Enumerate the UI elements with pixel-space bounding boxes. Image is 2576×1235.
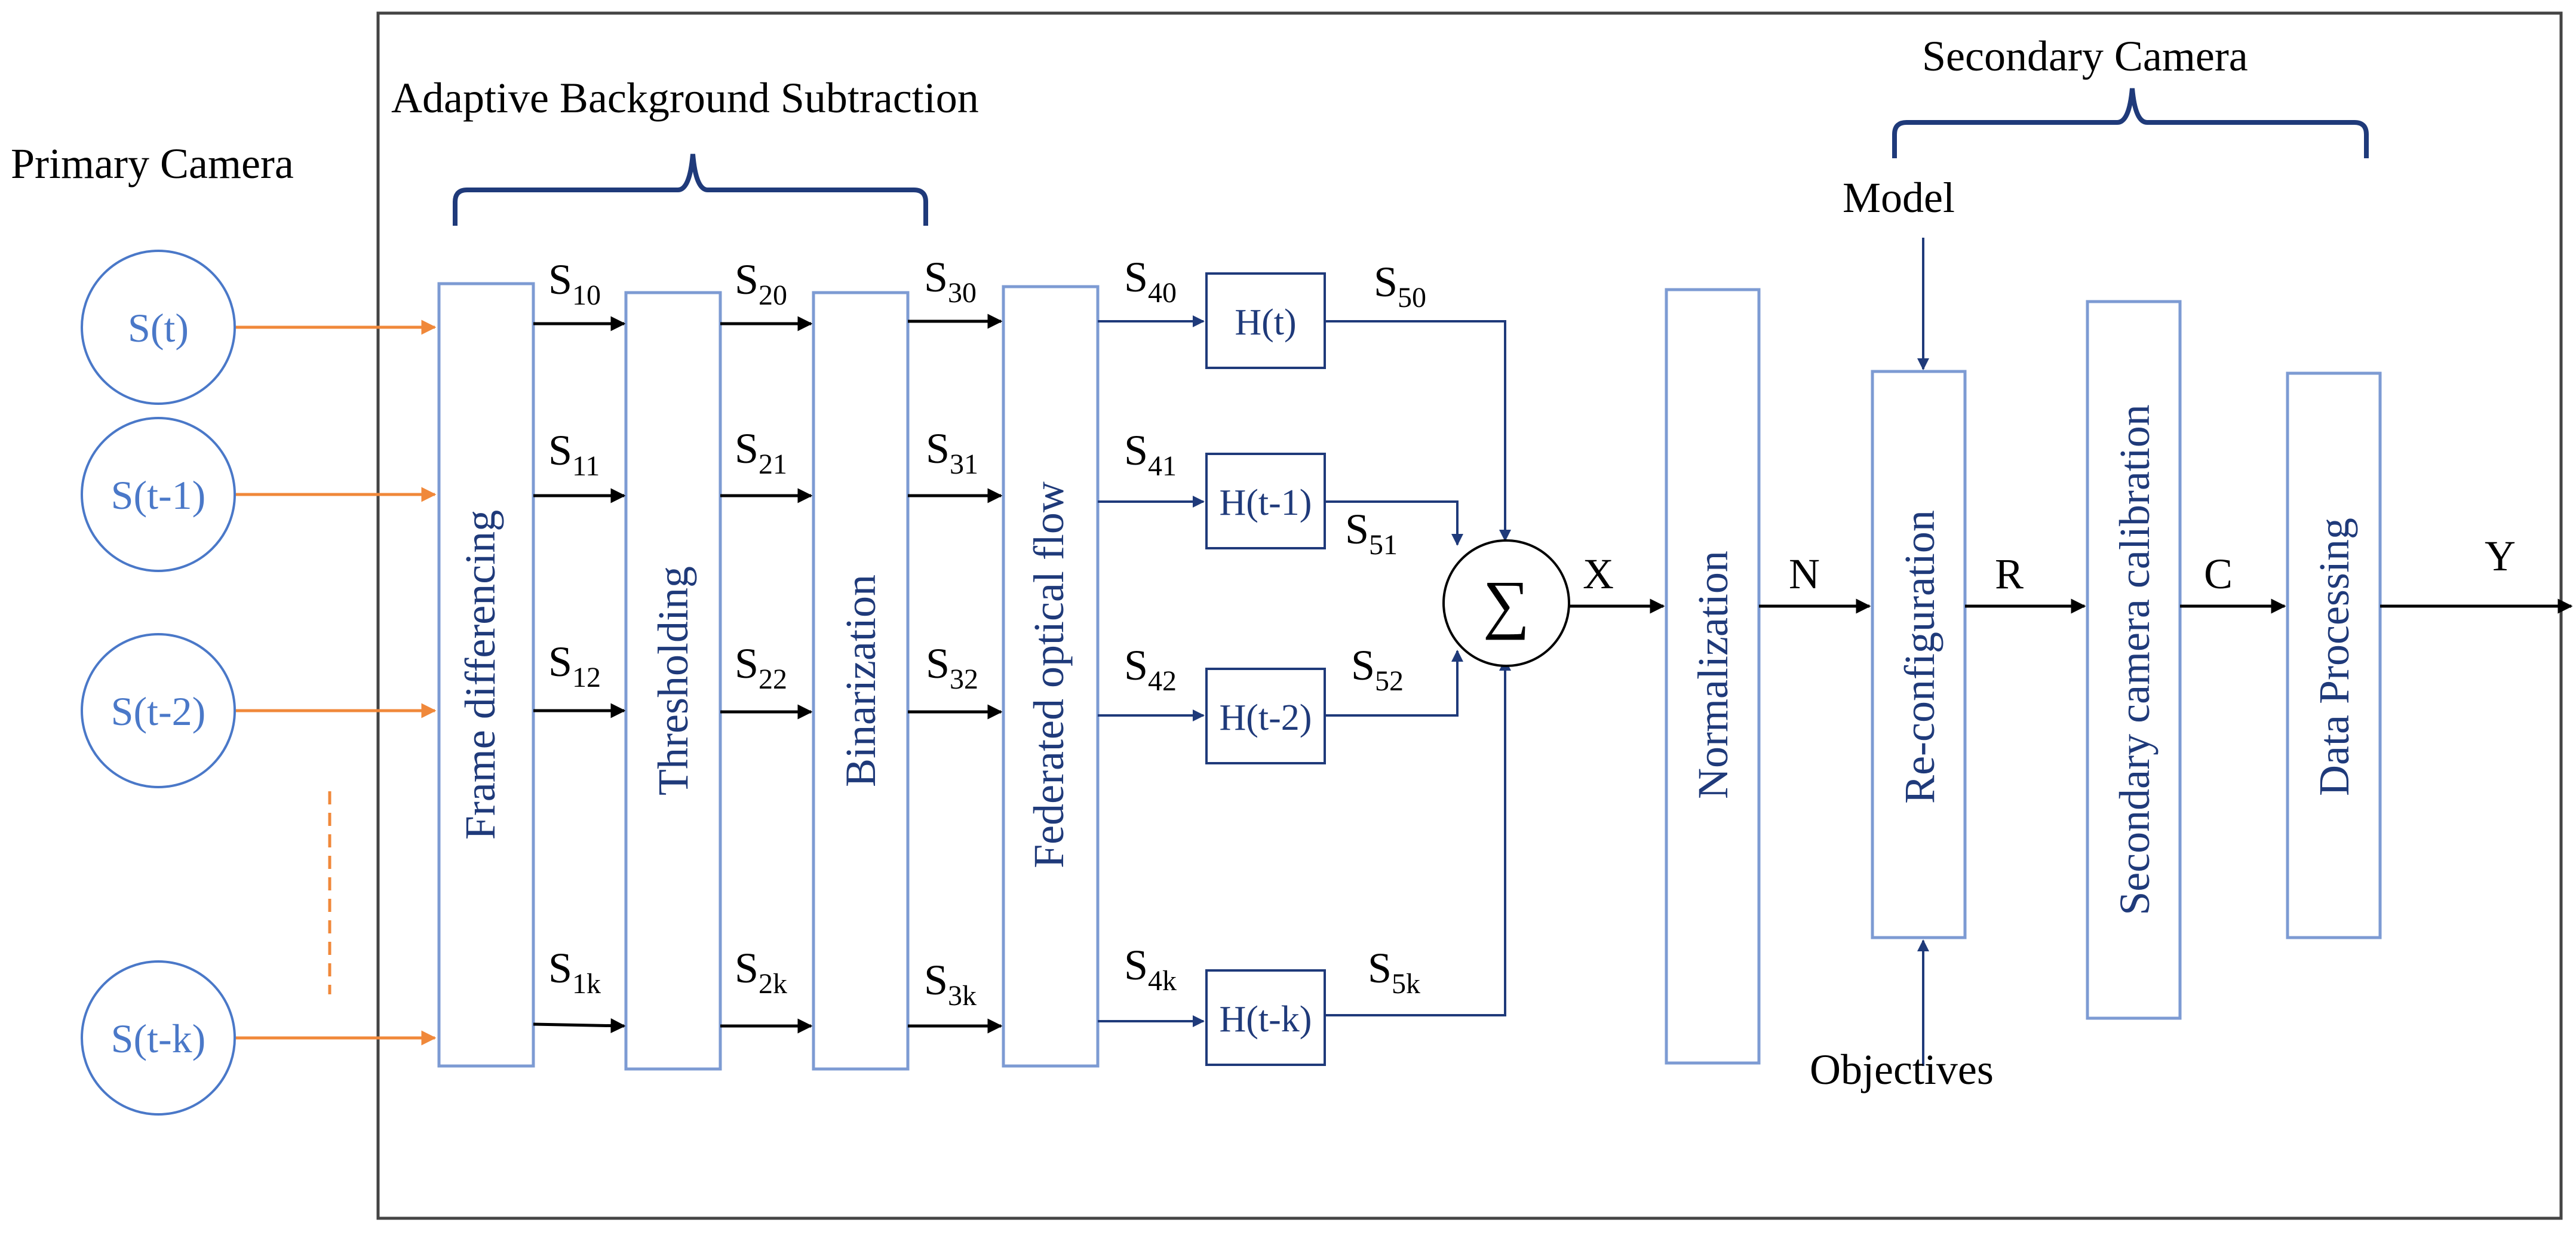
svg-text:H(t-2): H(t-2) [1220, 698, 1312, 738]
model-label: Model [1843, 174, 1955, 222]
signal-label-s22: S22 [735, 640, 787, 695]
frame-differencing-block: Frame differencing [437, 282, 535, 1068]
flow-label-x: X [1583, 550, 1614, 598]
signal-label-s1k: S1k [548, 944, 601, 1000]
signal-label-s21: S21 [735, 425, 787, 480]
secondary-brace [1892, 88, 2369, 158]
signal-label-s50: S50 [1374, 258, 1426, 314]
flow-label-c: C [2204, 550, 2233, 598]
objectives-label: Objectives [1810, 1046, 1994, 1093]
svg-text:H(t): H(t) [1235, 302, 1296, 343]
signal-label-s41: S41 [1124, 426, 1177, 482]
summation-node: ∑ [1442, 539, 1570, 667]
secondary-camera-label: Secondary Camera [1922, 32, 2248, 80]
signal-label-s51: S51 [1345, 505, 1398, 561]
svg-text:S(t-k): S(t-k) [111, 1016, 206, 1061]
signal-label-s3k: S3k [924, 956, 977, 1012]
signal-label-s30: S30 [924, 253, 977, 309]
filter-arrows [1098, 238, 1929, 1066]
signal-label-s20: S20 [735, 256, 787, 311]
flow-label-y: Y [2485, 532, 2516, 580]
federated-optical-flow-block: Federated optical flow [1002, 285, 1100, 1068]
filter-ht: H(t) [1205, 272, 1326, 369]
input-arrows [236, 319, 437, 1046]
abs-title: Adaptive Background Subtraction [391, 74, 979, 122]
svg-text:H(t-k): H(t-k) [1220, 999, 1312, 1040]
svg-text:Data Processing: Data Processing [2310, 518, 2358, 796]
svg-text:S(t): S(t) [128, 305, 189, 351]
svg-text:Re-configuration: Re-configuration [1896, 510, 1943, 804]
normalization-block: Normalization [1665, 288, 1761, 1065]
signal-label-s40: S40 [1124, 253, 1177, 309]
signal-label-s31: S31 [926, 425, 978, 480]
binarization-block: Binarization [812, 291, 910, 1071]
input-frame-st1: S(t-1) [81, 417, 236, 572]
input-frames: S(t) S(t-1) S(t-2) S(t-k) [81, 250, 236, 1116]
svg-text:Secondary camera calibration: Secondary camera calibration [2111, 404, 2159, 916]
input-frame-stk: S(t-k) [81, 960, 236, 1116]
input-frame-st: S(t) [81, 250, 236, 405]
input-frame-st2: S(t-2) [81, 633, 236, 788]
signal-label-s52: S52 [1351, 641, 1404, 697]
filter-boxes: H(t) H(t-1) H(t-2) H(t-k) [1205, 272, 1326, 1066]
svg-text:Binarization: Binarization [837, 575, 885, 787]
filter-htk: H(t-k) [1205, 969, 1326, 1066]
svg-text:H(t-1): H(t-1) [1220, 483, 1312, 523]
svg-text:S(t-1): S(t-1) [111, 472, 206, 518]
stage-arrows [533, 314, 1003, 1034]
system-boundary [376, 11, 2563, 1220]
signal-label-s10: S10 [548, 256, 601, 311]
sigma-symbol: ∑ [1483, 567, 1530, 640]
thresholding-block: Thresholding [624, 291, 722, 1071]
primary-camera-label: Primary Camera [11, 140, 294, 188]
svg-text:S(t-2): S(t-2) [111, 689, 206, 734]
signal-label-s2k: S2k [735, 944, 787, 1000]
signal-label-s11: S11 [548, 426, 600, 482]
abs-brace [453, 153, 928, 226]
signal-label-s32: S32 [926, 640, 978, 695]
data-processing-block: Data Processing [2286, 371, 2382, 939]
signal-label-s42: S42 [1124, 641, 1177, 697]
reconfiguration-block: Re-configuration [1871, 370, 1967, 939]
filter-ht1: H(t-1) [1205, 453, 1326, 549]
flow-label-n: N [1789, 550, 1820, 598]
signal-label-s5k: S5k [1368, 944, 1420, 1000]
flow-label-r: R [1995, 550, 2024, 598]
filter-ht2: H(t-2) [1205, 668, 1326, 764]
svg-text:Frame differencing: Frame differencing [456, 510, 504, 840]
signal-labels: S10 S20 S30 S40 S50 S11 S21 S31 S41 S51 … [548, 253, 1426, 1012]
secondary-camera-calibration-block: Secondary camera calibration [2086, 300, 2182, 1020]
svg-text:Federated optical flow: Federated optical flow [1025, 481, 1073, 868]
svg-text:Normalization: Normalization [1689, 551, 1737, 799]
signal-label-s4k: S4k [1124, 941, 1177, 997]
svg-text:Thresholding: Thresholding [649, 566, 697, 795]
processing-blocks: Frame differencing Thresholding Binariza… [437, 282, 2382, 1071]
signal-label-s12: S12 [548, 638, 601, 693]
